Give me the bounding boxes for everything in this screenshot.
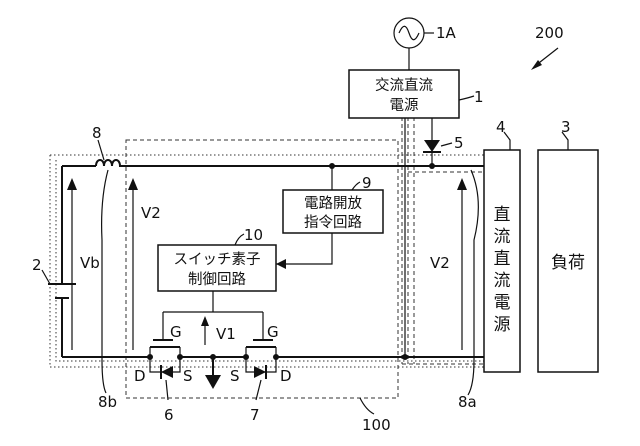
wire-outline-8a: [402, 110, 484, 364]
inductor-8: 8: [92, 124, 124, 166]
dc-dc-power-supply: 直 流 直 流 電 源 4: [484, 118, 520, 372]
ref-diode: 5: [454, 134, 464, 152]
ref-wire-left: 8b: [98, 393, 117, 411]
switch-ctrl-label-2: 制御回路: [188, 271, 246, 288]
ref-open-cmd: 9: [362, 174, 372, 192]
ref-switch-left: 6: [164, 406, 174, 424]
ref-wire-right: 8a: [458, 393, 477, 411]
ref-wire-8b: 8b: [98, 170, 117, 411]
switch-control-circuit: スイッチ素子 制御回路 10: [158, 226, 276, 291]
label-vb: Vb: [80, 254, 100, 272]
ref-unit-100: 100: [360, 398, 391, 434]
load-label: 負荷: [551, 253, 585, 273]
label-v1: V1: [216, 325, 236, 343]
ac-dc-power-supply: 交流直流 電源 1: [349, 70, 484, 118]
ref-wire-8a: 8a: [458, 170, 478, 411]
dcdc-char-4: 流: [494, 271, 511, 291]
label-v2-right: V2: [430, 254, 450, 272]
dcdc-char-5: 電: [494, 293, 511, 313]
diode-5: 5: [423, 134, 464, 152]
load-block: 負荷 3: [538, 118, 598, 372]
ref-unit: 100: [362, 416, 391, 434]
pin-g-right: G: [267, 323, 279, 341]
voltage-v1: V1: [201, 316, 236, 345]
ac-dc-label-1: 交流直流: [375, 76, 433, 94]
ref-dcdc: 4: [496, 118, 506, 136]
dcdc-char-1: 直: [494, 205, 511, 225]
label-v2-left: V2: [141, 204, 161, 222]
voltage-v2-left: V2: [128, 178, 161, 350]
pin-s-right: S: [230, 367, 240, 385]
open-cmd-label-1: 電路開放: [304, 195, 362, 212]
pin-g-left: G: [170, 323, 182, 341]
ref-load: 3: [561, 118, 571, 136]
pin-d-left: D: [134, 367, 146, 385]
ground-arrow: [205, 357, 221, 389]
ref-system-200: 200: [531, 24, 564, 70]
ac-source: 1A: [394, 18, 457, 48]
ref-ac-dc: 1: [474, 88, 484, 106]
battery-2: 2: [32, 256, 76, 298]
voltage-vb: Vb: [67, 178, 100, 350]
ref-ac-source: 1A: [436, 24, 457, 42]
ref-inductor: 8: [92, 124, 102, 142]
switch-ctrl-label-1: スイッチ素子: [174, 251, 261, 268]
open-command-circuit: 電路開放 指令回路 9: [283, 174, 383, 233]
switch-element-7: G S D 7: [230, 323, 292, 424]
arrow-to-switch-control: [276, 259, 286, 269]
dcdc-char-3: 直: [494, 249, 511, 269]
dcdc-char-6: 源: [494, 315, 511, 335]
ref-battery: 2: [32, 256, 42, 274]
ref-system: 200: [535, 24, 564, 42]
open-cmd-label-2: 指令回路: [304, 214, 362, 231]
dcdc-char-2: 流: [494, 227, 511, 247]
pin-s-left: S: [183, 367, 193, 385]
ref-switch-ctrl: 10: [244, 226, 263, 244]
ac-dc-label-2: 電源: [390, 97, 419, 114]
voltage-v2-right: V2: [430, 178, 467, 350]
pin-d-right: D: [280, 367, 292, 385]
ref-switch-right: 7: [250, 406, 260, 424]
